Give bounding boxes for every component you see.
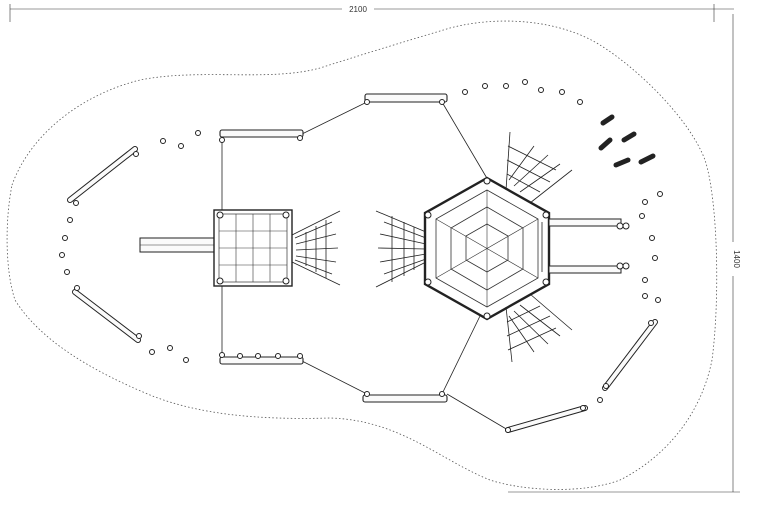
beam-bottom-left: [219, 352, 304, 365]
beam-top-left: [219, 129, 304, 143]
beam-lower-right: [505, 405, 588, 433]
beam-upper-left-diagonal: [67, 146, 139, 206]
beam-right-diagonal: [602, 319, 658, 391]
climbing-net-left: [291, 210, 341, 286]
beam-lower-left-diagonal: [72, 285, 142, 343]
width-dimension: 2100: [9, 4, 734, 22]
log-steps: [598, 114, 656, 168]
climbing-net-lower: [505, 293, 573, 363]
square-tower: [139, 209, 341, 287]
balance-beams: [67, 93, 658, 433]
height-dimension-label: 1400: [732, 250, 741, 268]
climbing-net-center: [375, 210, 427, 288]
height-dimension: 1400: [508, 14, 741, 493]
beam-top-center: [364, 93, 448, 105]
rope-connectors: [221, 101, 509, 431]
climbing-net-upper: [505, 131, 573, 204]
width-dimension-label: 2100: [349, 5, 367, 14]
beam-bottom-center: [362, 391, 448, 403]
hexagon-tower: [423, 131, 630, 363]
tower-arms: [541, 218, 630, 274]
stepping-posts: [59, 79, 663, 403]
safety-zone-boundary: [6, 20, 718, 490]
